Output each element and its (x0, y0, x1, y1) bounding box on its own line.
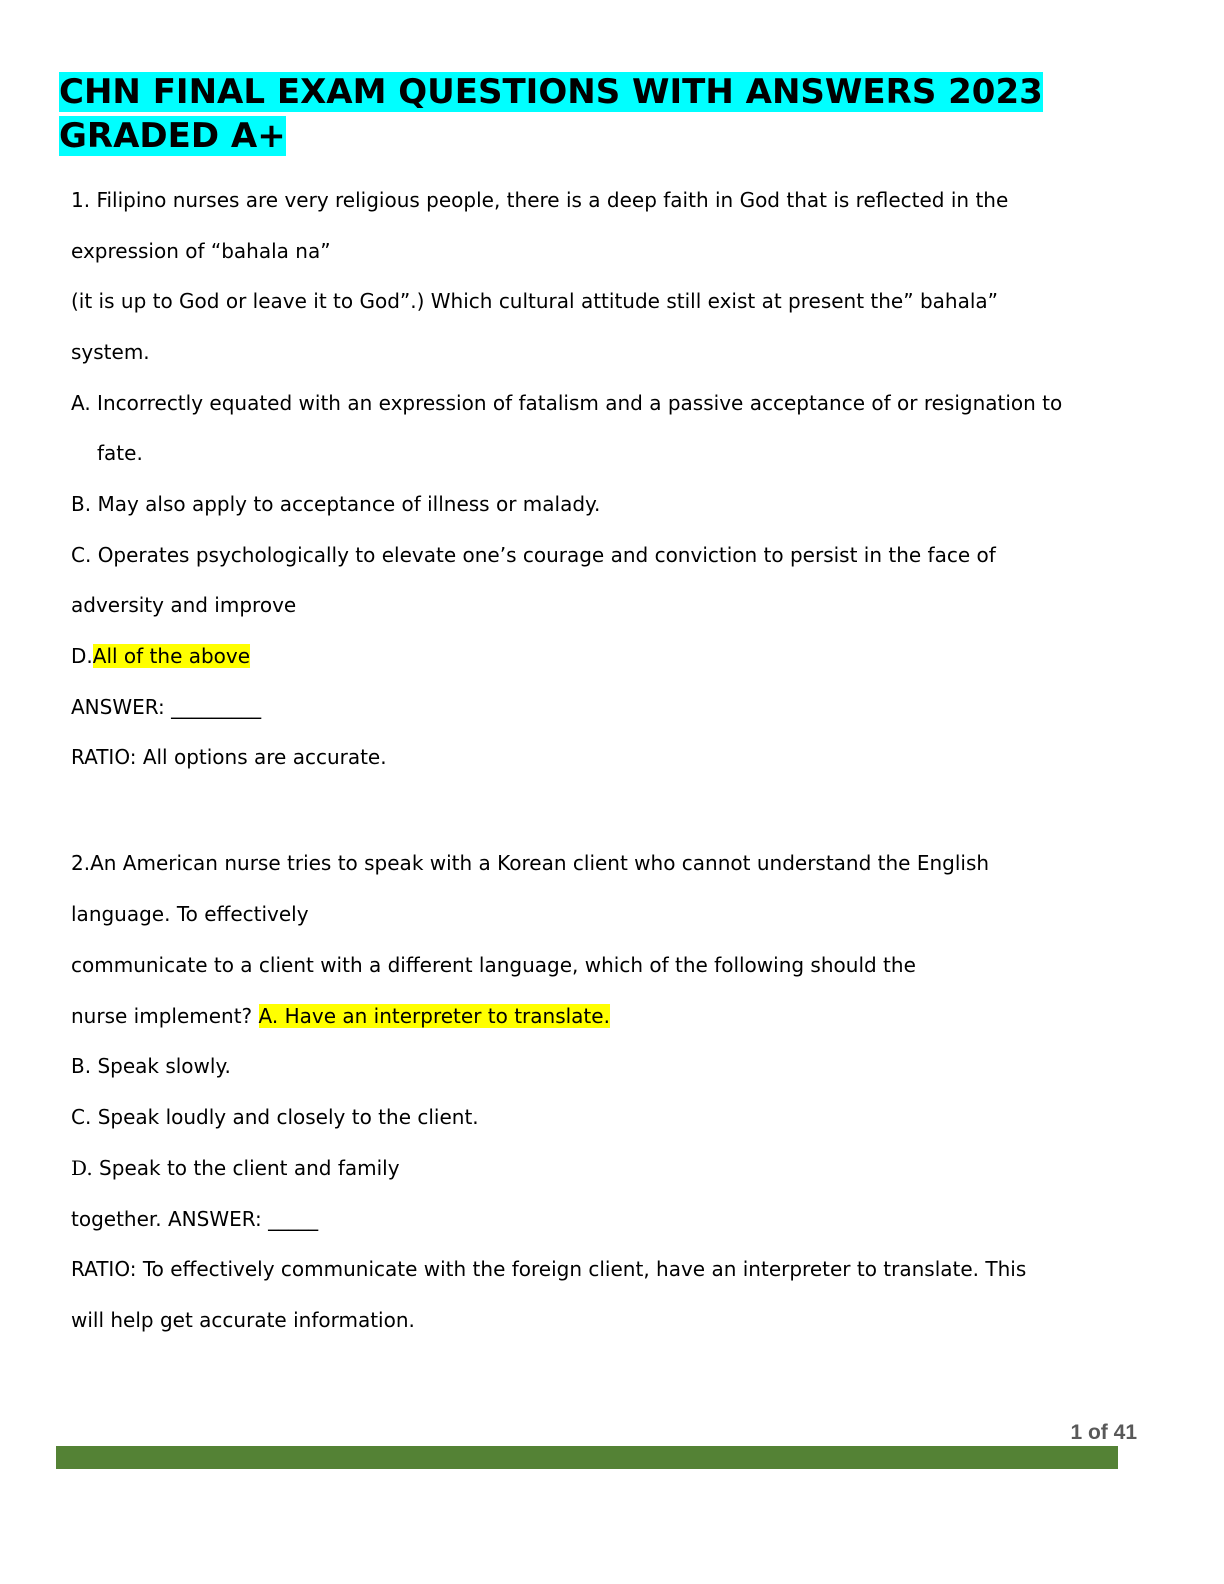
title-line-2: GRADED A+ (59, 116, 286, 156)
q1-option-b-text: May also apply to acceptance of illness … (97, 492, 601, 516)
q2-stem-line-2: language. To effectively (71, 902, 309, 926)
q1-stem-line-1: 1. Filipino nurses are very religious pe… (71, 187, 1008, 213)
q2-stem-line-3: communicate to a client with a different… (71, 953, 916, 977)
q1-ratio: RATIO: All options are accurate. (71, 745, 387, 769)
q1-option-c-text: Operates psychologically to elevate one’… (97, 543, 996, 567)
q1-option-a: A. Incorrectly equated with an expressio… (71, 390, 1062, 416)
q1-stem-line-4: system. (71, 340, 150, 364)
q2-stem-text-1: An American nurse tries to speak with a … (90, 851, 990, 875)
q2-ratio-line-2: will help get accurate information. (71, 1308, 415, 1332)
q2-option-c: C. Speak loudly and closely to the clien… (71, 1104, 479, 1130)
q1-option-d-letter: D. (71, 644, 93, 668)
q2-option-d: D. Speak to the client and family (71, 1155, 400, 1181)
q1-answer-line: ANSWER: _________ (71, 695, 262, 719)
q2-option-d-letter: D. (71, 1156, 93, 1180)
q2-option-b: B. Speak slowly. (71, 1053, 231, 1079)
q1-option-a-letter: A. (71, 391, 91, 415)
q2-option-b-text: Speak slowly. (97, 1054, 231, 1078)
q1-option-c: C. Operates psychologically to elevate o… (71, 542, 996, 568)
q1-option-a-continuation: fate. (97, 441, 143, 465)
q2-answer-line: together. ANSWER: _____ (71, 1207, 319, 1231)
q1-stem-text-1: Filipino nurses are very religious peopl… (96, 188, 1009, 212)
q1-number: 1. (71, 188, 91, 212)
q2-stem-line-4: nurse implement? A. Have an interpreter … (71, 1003, 610, 1029)
q1-stem-line-2: expression of “bahala na” (71, 239, 331, 263)
q1-option-b: B. May also apply to acceptance of illne… (71, 491, 600, 517)
q2-stem-line-1: 2.An American nurse tries to speak with … (71, 850, 989, 876)
q2-option-c-letter: C. (71, 1105, 92, 1129)
q2-option-d-text: Speak to the client and family (99, 1156, 400, 1180)
q2-option-c-text: Speak loudly and closely to the client. (97, 1105, 479, 1129)
document-title: CHN FINAL EXAM QUESTIONS WITH ANSWERS 20… (59, 70, 1159, 158)
q1-option-a-text: Incorrectly equated with an expression o… (97, 391, 1063, 415)
q1-option-d-text-highlighted: All of the above (92, 644, 251, 668)
q2-option-b-letter: B. (71, 1054, 92, 1078)
q1-stem-line-3: (it is up to God or leave it to God”.) W… (71, 289, 999, 313)
q2-option-a-highlighted: A. Have an interpreter to translate. (258, 1004, 610, 1028)
page-number: 1 of 41 (1070, 1421, 1137, 1444)
q2-ratio-line-1: RATIO: To effectively communicate with t… (71, 1257, 1027, 1281)
q2-number: 2. (71, 851, 91, 875)
title-line-1: CHN FINAL EXAM QUESTIONS WITH ANSWERS 20… (59, 72, 1043, 112)
footer-bar (56, 1446, 1118, 1469)
q1-option-b-letter: B. (71, 492, 92, 516)
q1-option-c-letter: C. (71, 543, 92, 567)
q1-option-d: D.All of the above (71, 643, 251, 669)
q1-option-c-continuation: adversity and improve (71, 593, 297, 617)
q2-stem-text-4: nurse implement? (71, 1004, 259, 1028)
